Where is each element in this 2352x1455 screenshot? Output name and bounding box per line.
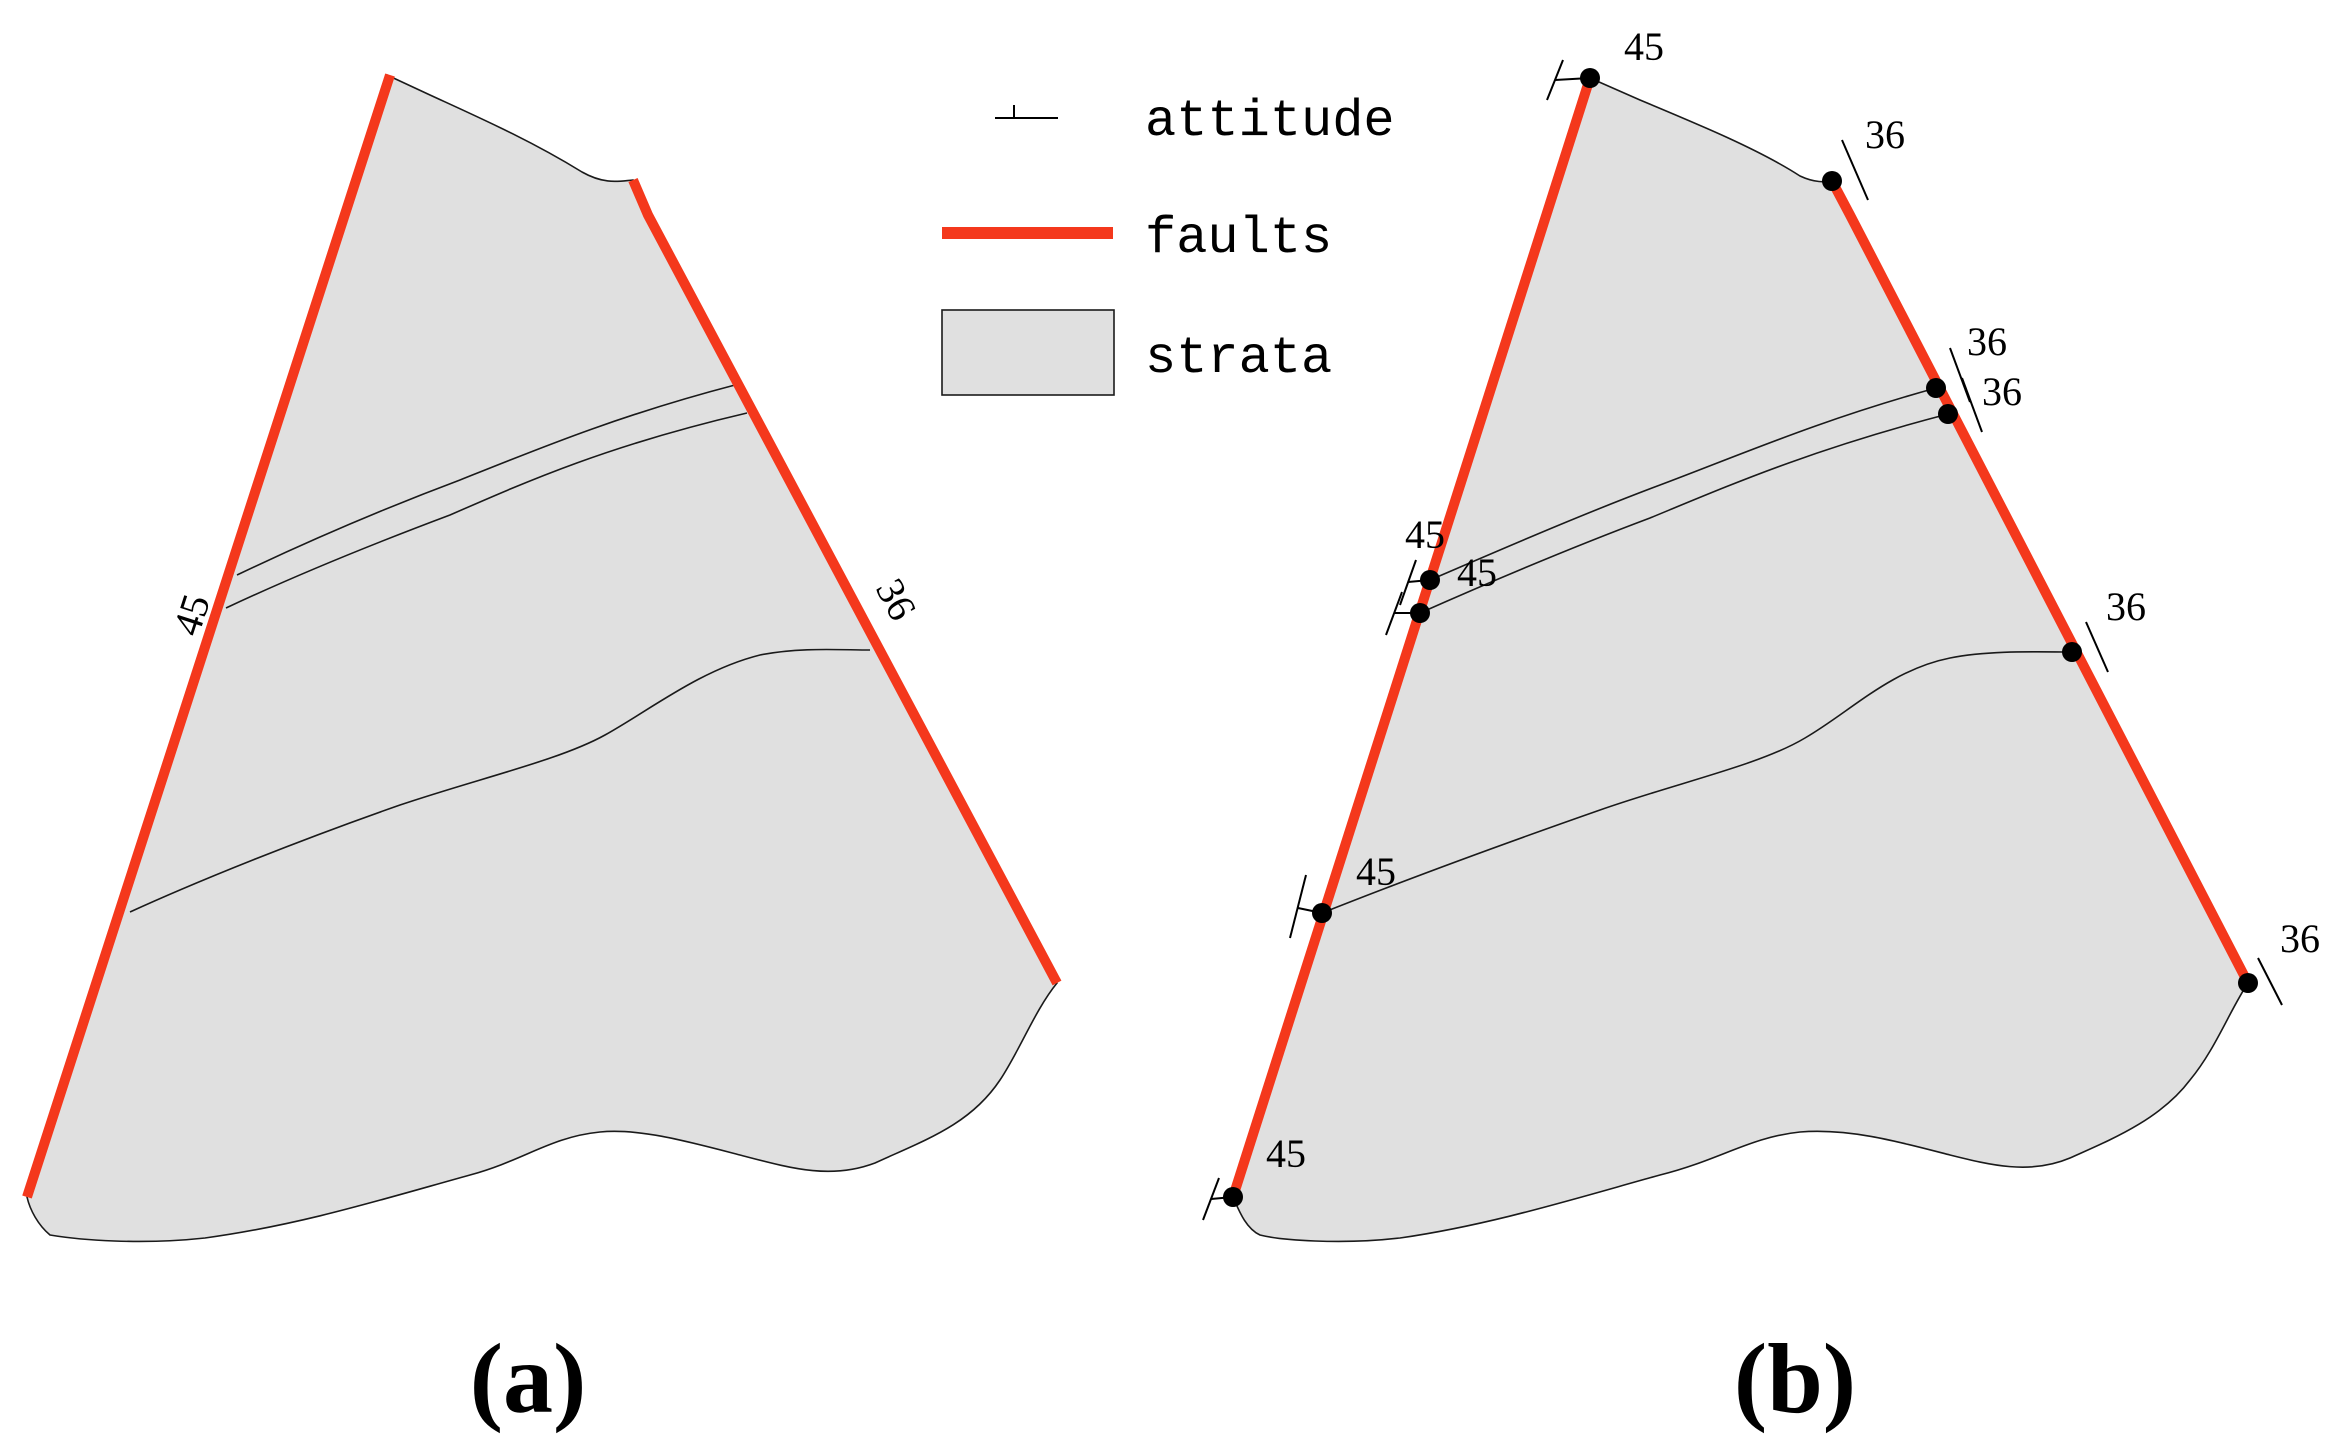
dip-point (1410, 603, 1430, 623)
attitude-symbol-left-4 (1289, 874, 1332, 939)
dip-point (1926, 378, 1946, 398)
bedding-line-a2 (225, 412, 748, 609)
panel-label-b: (b) (1734, 1323, 1856, 1434)
dip-point (1420, 570, 1440, 590)
legend: attitude faults strata (941, 92, 1395, 396)
attitude-symbol-right-1 (1822, 139, 1869, 201)
dip-label-right-b-5: 36 (2280, 916, 2320, 961)
panel-a: 45 36 (22, 73, 1062, 1243)
bedding-line-b1 (1429, 387, 1937, 581)
dip-point (1822, 171, 1842, 191)
fault-left-b (1228, 76, 1595, 1199)
attitude-symbol-left-2 (1399, 559, 1440, 606)
dip-point (2062, 642, 2082, 662)
strata-legend-swatch (941, 309, 1115, 396)
dip-label-left-b-4: 45 (1356, 849, 1396, 894)
strata-area-a (26, 73, 1058, 1243)
fault-right-b (1827, 178, 2253, 986)
fault-left-a (22, 73, 395, 1199)
bedding-line-b2 (1419, 413, 1949, 614)
dip-label-right-b-3: 36 (1982, 369, 2022, 414)
legend-attitude-label: attitude (1145, 92, 1395, 151)
dip-point (1938, 404, 1958, 424)
dip-label-right-b-2: 36 (1967, 319, 2007, 364)
attitude-symbol-right-4 (2062, 621, 2109, 673)
dip-label-right-b-1: 36 (1865, 112, 1905, 157)
panel-b: 45 45 45 45 45 36 36 36 36 36 (1202, 24, 2320, 1243)
legend-strata-label: strata (1145, 329, 1332, 388)
attitude-symbol-right-3 (1938, 377, 1983, 433)
panel-label-a: (a) (470, 1323, 587, 1434)
bedding-line-a1 (236, 384, 736, 576)
dip-point (1580, 68, 1600, 88)
dip-point (1312, 903, 1332, 923)
dip-point (2238, 973, 2258, 993)
dip-point (1223, 1187, 1243, 1207)
dip-label-right-a: 36 (867, 571, 926, 627)
attitude-symbol-right-5 (2238, 957, 2283, 1006)
dip-label-left-b-1: 45 (1624, 24, 1664, 69)
bedding-line-b3 (1321, 650, 2073, 914)
fault-right-a (628, 178, 1062, 986)
attitude-symbol-left-3 (1385, 591, 1430, 636)
dip-label-left-b-2: 45 (1405, 512, 1445, 557)
strata-area-b (1232, 76, 2249, 1243)
attitude-symbol-left-5 (1202, 1177, 1243, 1221)
dip-label-left-b-3: 45 (1457, 550, 1497, 595)
legend-faults-label: faults (1145, 209, 1332, 268)
attitude-symbol-left-1 (1546, 59, 1600, 101)
bedding-line-a3 (129, 648, 871, 913)
dip-label-left-b-5: 45 (1266, 1131, 1306, 1176)
dip-label-right-b-4: 36 (2106, 584, 2146, 629)
